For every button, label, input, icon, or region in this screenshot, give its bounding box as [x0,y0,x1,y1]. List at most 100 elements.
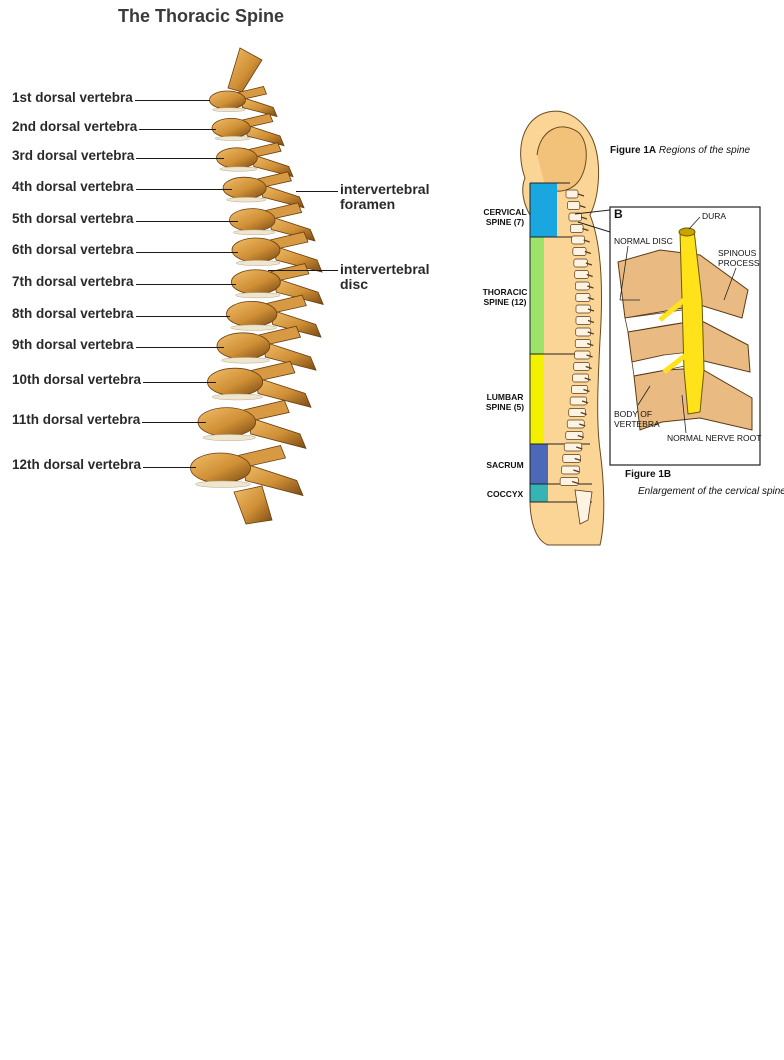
body-spine-process [587,331,594,335]
body-spine-vertebra [559,477,579,486]
body-spine-vertebra [567,201,581,210]
body-spine-process [576,446,583,450]
body-spine-process [583,388,590,393]
figure-title: The Thoracic Spine [118,6,285,26]
body-spine-process [573,469,580,473]
vertebra-leader-line-1 [134,100,210,101]
body-spine-vertebra [574,270,589,279]
vertebra-11 [197,399,307,449]
nerve-root-1 [658,298,686,322]
body-spine-vertebra [565,431,584,440]
body-spine-vertebra [568,408,586,417]
skull-outline [536,126,587,192]
lumbar-spine-label: LUMBAR SPINE (5) [485,392,525,412]
vertebra-leader-line-2 [139,129,216,130]
figure-1a-caption: Figure 1A Regions of the spine [610,145,751,156]
lumbar-region [530,354,544,444]
body-spine-vertebra [573,258,588,268]
body-spine-vertebra [563,442,583,452]
cervical-region [530,183,557,237]
body-spine-vertebra [575,327,592,337]
body-spine-vertebra [574,281,590,291]
body-spine-process [581,400,589,404]
vertebra-leader-line-8 [135,316,230,317]
inset-letter-b: B [614,207,623,221]
coccyx-region [530,484,548,502]
body-spine-vertebra [574,339,591,348]
body-spine-vertebra [570,224,584,233]
disc-leader-line [268,270,338,271]
vertebra-label-5: 5th dorsal vertebra [12,211,134,226]
vertebra-leader-line-9 [135,347,224,348]
body-spine-process [587,296,594,301]
body-spine-process [577,434,584,439]
figure-1b-subcaption: Enlargement of the cervical spine [638,486,784,497]
vertebra-3 [216,142,294,178]
body-spine-vertebra [566,419,585,429]
body-spine-process [583,239,590,243]
body-spine-process [580,411,587,416]
body-spine-vertebra [573,362,590,371]
body-spine-vertebra [571,385,589,394]
body-spine-column [559,189,595,525]
cervical-spine-label: CERVICAL SPINE (7) [483,207,527,227]
vertebra-leader-line-3 [136,158,224,159]
vertebra-10 [207,360,312,408]
vertebra-12 [190,445,304,497]
vertebra-leader-line-11 [142,422,206,423]
figure-1b-caption: Figure 1B [625,469,672,480]
vertebra-stack [190,47,324,525]
body-spine-process [571,480,579,485]
vertebra-label-1: 1st dorsal vertebra [12,90,133,105]
body-of-vertebra-label: BODY OF VERTEBRA [614,409,660,429]
intervertebral-foramen-label: intervertebral foramen [340,181,430,212]
vertebra-label-2: 2nd dorsal vertebra [12,119,138,134]
spinous-process-label: SPINOUS PROCESS [718,248,760,268]
vertebra-label-3: 3rd dorsal vertebra [12,148,135,163]
nerve-root-2 [662,353,688,374]
thoracic-spine-label: THORACIC SPINE (12) [482,287,528,307]
body-spine-vertebra [572,247,587,256]
body-spine-vertebra [574,350,591,360]
vertebra-label-9: 9th dorsal vertebra [12,337,134,352]
intervertebral-disc-label: intervertebral disc [340,261,430,292]
coccyx-label: COCCYX [486,489,524,499]
body-sacrum-bone [574,489,593,525]
body-spine-vertebra [575,304,591,314]
vertebra-2 [211,113,285,147]
vertebra-label-4: 4th dorsal vertebra [12,179,134,194]
body-spine-vertebra [572,373,590,383]
body-spine-vertebra [575,293,591,302]
vertebra-4 [222,171,305,209]
body-spine-process [587,285,594,289]
body-spine-process [585,365,592,370]
normal-nerve-root-label: NORMAL NERVE ROOT [667,433,762,443]
sacrum-region [530,444,548,484]
body-spine-process [582,227,589,232]
thoracic-region [530,237,544,354]
body-spine-process [587,342,594,347]
vertebra-label-10: 10th dorsal vertebra [12,372,142,387]
vertebra-leader-line-10 [143,382,216,383]
vertebra-label-6: 6th dorsal vertebra [12,242,134,257]
body-spine-process [574,457,581,462]
body-spine-process [579,204,586,209]
normal-disc-label: NORMAL DISC [614,236,673,246]
body-spine-process [586,273,593,278]
body-spine-process [584,250,592,255]
vertebra-6 [231,231,323,273]
body-spine-process [587,308,595,312]
vertebra-leader-line-12 [143,467,196,468]
vertebra-label-7: 7th dorsal vertebra [12,274,134,289]
body-spine-process [577,193,585,197]
spinal-cord-dura [679,229,705,415]
vertebra-leader-line-5 [135,221,238,222]
vertebra-leader-line-6 [135,252,238,253]
body-spine-process [584,377,591,381]
vertebra-label-8: 8th dorsal vertebra [12,306,134,321]
body-spine-process [586,354,593,358]
sacrum-label: SACRUM [486,460,524,470]
lower-vertebra-fragment [233,485,273,525]
body-spine-vertebra [575,316,592,325]
